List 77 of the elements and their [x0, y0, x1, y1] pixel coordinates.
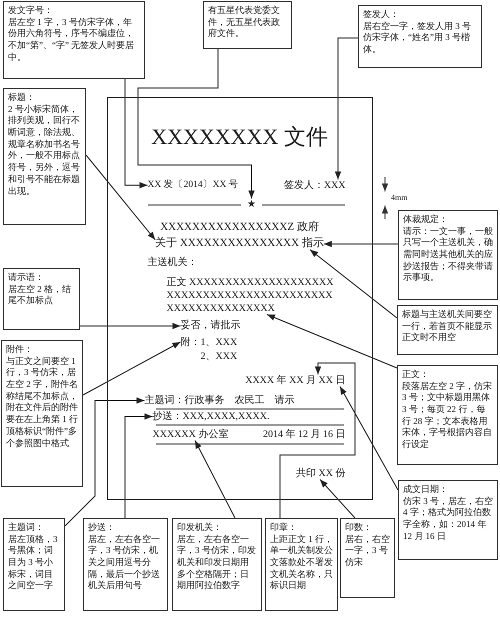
callout-box: [398, 210, 498, 300]
signer-line: 签发人：XXX: [284, 180, 346, 192]
leader-arrow: [64, 397, 145, 526]
callout-box: [1, 340, 83, 487]
callout-text: 居左，左右各空一字，3 号仿宋，印发机关和印发日期用多个空格隔开；日期用阿拉伯数字: [177, 534, 257, 592]
callout-text: 居左顶格，3 号黑体；词目为 3 号小标宋，词目之间空一字: [8, 534, 58, 592]
callout-heading: 附件：: [6, 344, 34, 356]
leader-arrow: [86, 154, 156, 240]
leader-arrow: [82, 342, 181, 396]
callout-text: 居左，左右各空一字，3 号仿宋，机关之间用逗号分隔，最后一个抄送机关后用句号: [88, 534, 161, 592]
callout-box: [3, 268, 80, 330]
leader-arrow: [124, 413, 153, 518]
dimension-label: 4mm: [391, 193, 408, 203]
closing-phrase: 妥否，请批示: [180, 320, 240, 332]
callout-box: [358, 5, 482, 68]
callout-text: 与正文之间要空 1 行，3 号仿宋，居左空 2 字，附件名称结尾不加标点，附在文件后的附件要在左上角第 1 行顶格标识“附件”多个参照图中格式: [6, 356, 78, 450]
copy-to-line: 抄送：XXX,XXXX,XXXX.: [152, 410, 270, 422]
callout-box: [398, 480, 498, 560]
leader-arrow: [323, 240, 398, 248]
print-date: 2014 年 12 月 16 日: [263, 428, 346, 440]
title-line: 关于 XXXXXXXXXXXXXXX 指示: [155, 236, 324, 250]
callout-text: 居左空 2 格，结尾不加标点: [8, 284, 72, 308]
callout-heading: 抄送：: [88, 522, 116, 534]
callout-box: [397, 365, 498, 465]
attachment-item: 附：1、XXX: [180, 336, 238, 350]
leader-arrow: [280, 362, 356, 518]
subject-words: 主题词：行政事务 农民工 请示: [144, 394, 294, 406]
callout-box: [3, 518, 65, 611]
leader-arrow: [124, 78, 148, 188]
leader-arrow: [320, 479, 356, 518]
callout-heading: 成文日期：: [403, 484, 449, 496]
callout-text: 居右，右空一字，3 号仿宋: [345, 534, 390, 569]
body-text: 正文 XXXXXXXXXXXXXXXXXXXX XXXXXXXXXXXXXXXXXXXXXXX XXXXXXXXXXXXXXX: [166, 276, 338, 314]
leader-arrow: [310, 249, 398, 318]
leader-arrow: [138, 48, 255, 199]
callout-text: 段落居左空 2 字，仿宋 3 号；文中标题用黑体 3 号；每页 22 行，每行 28 字；文本表格用宋体，字号根据内容自行设定: [402, 380, 493, 451]
callout-heading: 标题：: [8, 92, 36, 104]
callout-heading: 签发人：: [363, 9, 400, 21]
callout-heading: 发文字号：: [8, 5, 54, 17]
recipient-label: 主送机关：: [148, 256, 198, 268]
document-title: XXXXXXXX 文件: [151, 124, 328, 150]
callout-box: [83, 518, 168, 611]
callout-box: [265, 518, 338, 611]
document-number: XX 发〔2014〕XX 号: [148, 180, 239, 191]
callout-text: 居右空一字，签发人用 3 号仿宋字体，“姓名”用 3 号楷体。: [363, 20, 472, 56]
callout-text: 有五星代表党委文件，无五星代表政府文件。: [208, 5, 281, 40]
callout-box: [203, 1, 292, 49]
callout-text: 标题与主送机关间要空一行，若首页不能显示正文时不用空: [402, 309, 493, 344]
callout-heading: 请示语：: [8, 272, 45, 284]
callout-box: [397, 305, 498, 355]
callout-heading: 印章：: [270, 522, 298, 534]
leader-arrow: [334, 38, 358, 180]
callout-text: 仿宋 3 号，居左，右空 4 字；格式为阿拉伯数字全称，如：2014 年 12 月 16 日: [403, 496, 493, 542]
callout-text: 居左空 1 字，3 号仿宋字体，年份用六角符号，序号不编虚位，不加“第”、“字” 无签发人时要居中。: [8, 16, 136, 64]
attachment-item: 2、XXX: [200, 350, 238, 364]
callout-heading: 印发机关：: [177, 522, 223, 534]
document-page: [107, 97, 373, 500]
copies-line: 共印 XX 份: [296, 468, 346, 480]
title-line: XXXXXXXXXXXXXXXXZ 政府: [160, 220, 319, 234]
leader-arrow: [194, 440, 236, 518]
callout-box: [340, 518, 395, 598]
leader-arrow: [80, 322, 181, 330]
date-line: XXXX 年 XX 月 XX 日: [245, 374, 346, 386]
leader-arrow: [266, 314, 398, 368]
star-mark: ★: [247, 198, 256, 210]
callout-heading: 主题词：: [8, 522, 45, 534]
callout-heading: 正文：: [402, 369, 430, 381]
callout-text: 2 号小标宋简体，排列美观，回行不断词意，除法规、规章名称加书名号外，一般不用标点符号，另外，逗号和引号不能在标题出现。: [8, 104, 81, 198]
callout-box: [3, 1, 145, 79]
issuer-line: XXXXXX 办公室: [152, 428, 228, 440]
callout-heading: 印数：: [345, 522, 373, 534]
callout-heading: 体裁规定：: [403, 214, 449, 226]
callout-text: 请示：一文一事，一般只写一个主送机关，确需同时送其他机关的应抄送报告；不得夹带请示事项。: [403, 226, 493, 284]
callout-box: [172, 518, 262, 611]
leader-arrow: [340, 386, 398, 490]
callout-text: 上距正文 1 行，单一机关制发公文落款处不署发文机关名称，只标识日期: [270, 534, 333, 592]
callout-box: [3, 88, 86, 225]
